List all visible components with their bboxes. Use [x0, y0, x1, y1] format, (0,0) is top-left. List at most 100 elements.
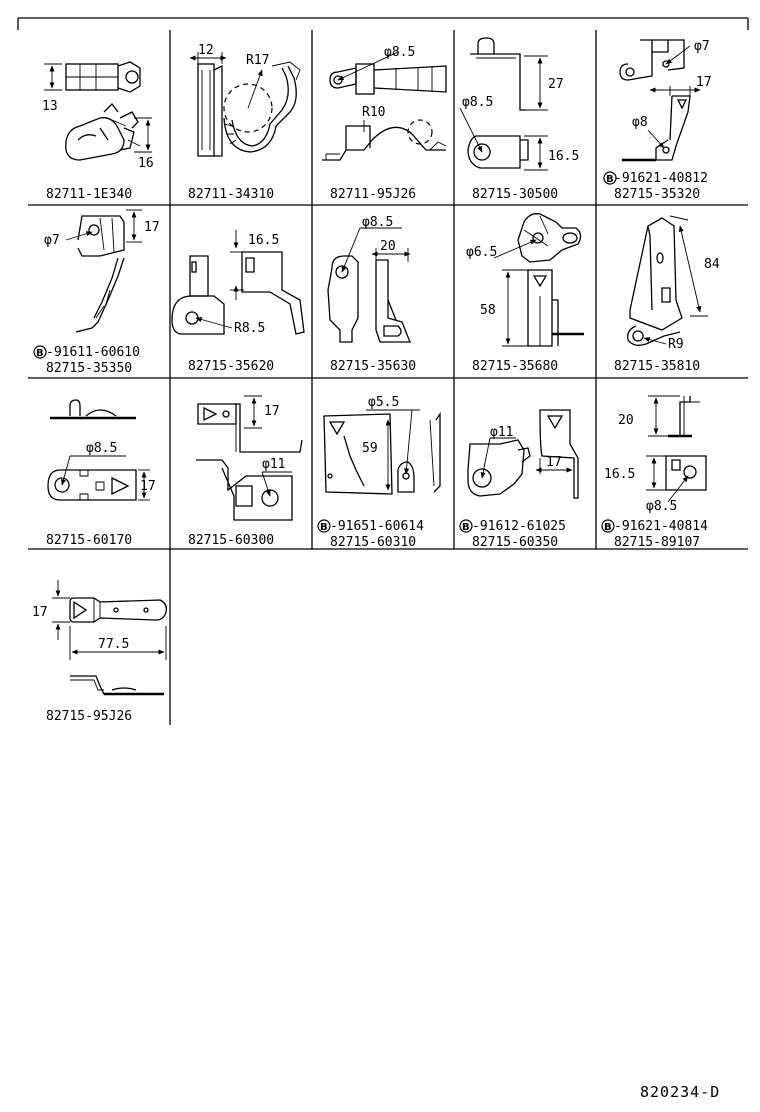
cell-82711-34310: 12 R17 82711-34310 — [188, 43, 301, 202]
cell-82715-60170: φ8.5 17 82715-60170 — [46, 399, 156, 548]
cell-82715-35810: 84 R9 82715-35810 — [614, 215, 720, 374]
dimension-label: φ7 — [44, 233, 60, 248]
part-drawing — [322, 51, 447, 161]
dimension-label: 20 — [380, 239, 396, 254]
dimension-label: φ5.5 — [368, 395, 399, 410]
dimension-label: 20 — [618, 413, 634, 428]
dimension-label: R10 — [362, 105, 385, 120]
dimension-label: 27 — [548, 77, 564, 92]
part-drawing — [493, 213, 584, 347]
dimension-label: R9 — [668, 337, 684, 352]
part-drawing — [65, 209, 142, 333]
cell-82711-1E340: 13 16 82711-1E340 — [42, 61, 154, 202]
dimension-label: φ11 — [262, 457, 285, 472]
dimension-label: φ8.5 — [384, 45, 415, 60]
bolt-marker: B — [459, 519, 473, 533]
dimension-label: 17 — [696, 75, 712, 90]
part-drawing — [189, 52, 301, 157]
part-drawing — [52, 580, 168, 696]
part-drawing — [47, 399, 150, 501]
cell-82715-30500: 27 φ8.5 16.5 82715-30500 — [459, 37, 579, 202]
part-drawing — [627, 215, 708, 346]
part-number: 82715-60310 — [330, 535, 416, 550]
dimension-label: 17 — [144, 220, 160, 235]
cell-82715-60350: φ11 17 B -91612-61025 82715-60350 — [459, 409, 579, 550]
bolt-marker-letter: B — [462, 522, 470, 533]
bolt-marker-letter: B — [320, 522, 328, 533]
part-drawing — [646, 395, 707, 503]
bolt-number: -91651-60614 — [330, 519, 424, 534]
part-number: 82715-35320 — [614, 187, 700, 202]
dimension-label: 16.5 — [604, 467, 635, 482]
part-drawing — [327, 227, 411, 343]
part-number: 82711-34310 — [188, 187, 274, 202]
cell-82711-95J26: φ8.5 R10 82711-95J26 — [322, 45, 447, 202]
part-number: 82715-60170 — [46, 533, 132, 548]
dimension-label: R17 — [246, 53, 269, 68]
part-number: 82715-35630 — [330, 359, 416, 374]
bolt-number: -91621-40812 — [614, 171, 708, 186]
part-drawing — [459, 37, 548, 171]
part-drawing — [44, 61, 152, 161]
dimension-label: 12 — [198, 43, 214, 58]
part-drawing — [196, 395, 303, 521]
cell-82715-35630: φ8.5 20 82715-35630 — [327, 215, 416, 374]
dimension-label: 16 — [138, 156, 154, 171]
dimension-label: φ8 — [632, 115, 648, 130]
part-number: 82711-1E340 — [46, 187, 132, 202]
dimension-label: 17 — [546, 455, 562, 470]
part-number: 82715-95J26 — [46, 709, 132, 724]
part-number: 82715-89107 — [614, 535, 700, 550]
part-number: 82715-35350 — [46, 361, 132, 376]
cell-82715-35680: φ6.5 58 82715-35680 — [466, 213, 584, 374]
dimension-label: φ11 — [490, 425, 513, 440]
dimension-label: φ8.5 — [362, 215, 393, 230]
bolt-marker: B — [603, 171, 617, 185]
dimension-label: 17 — [140, 479, 156, 494]
bolt-marker: B — [33, 345, 47, 359]
part-drawing — [467, 409, 579, 499]
grid-frame — [17, 17, 749, 725]
bolt-number: -91612-61025 — [472, 519, 566, 534]
dimension-label: φ8.5 — [462, 95, 493, 110]
bolt-marker-letter: B — [606, 174, 614, 185]
bolt-marker: B — [317, 519, 331, 533]
dimension-label: 13 — [42, 99, 58, 114]
cell-82715-60310: φ5.5 59 B -91651-60614 82715-60310 — [317, 395, 441, 550]
bolt-marker-letter: B — [36, 348, 44, 359]
dimension-label: φ8.5 — [86, 441, 117, 456]
dimension-label: 59 — [362, 441, 378, 456]
bolt-marker-letter: B — [604, 522, 612, 533]
dimension-label: 58 — [480, 303, 496, 318]
diagram-code: 820234-D — [640, 1083, 721, 1101]
cell-82715-35350: φ7 17 B -91611-60610 82715-35350 — [33, 209, 160, 376]
dimension-label: 84 — [704, 257, 720, 272]
dimension-label: R8.5 — [234, 321, 265, 336]
part-drawing — [171, 230, 305, 335]
bolt-number: -91611-60610 — [46, 345, 140, 360]
part-number: 82711-95J26 — [330, 187, 416, 202]
dimension-label: φ8.5 — [646, 499, 677, 514]
bolt-number: -91621-40814 — [614, 519, 708, 534]
dimension-label: 16.5 — [248, 233, 279, 248]
part-number: 82715-35810 — [614, 359, 700, 374]
part-number: 82715-30500 — [472, 187, 558, 202]
dimension-label: 17 — [264, 404, 280, 419]
cell-82715-60300: 17 φ11 82715-60300 — [188, 395, 303, 548]
dimension-label: 77.5 — [98, 637, 129, 652]
part-number: 82715-60350 — [472, 535, 558, 550]
cell-82715-35620: 16.5 R8.5 82715-35620 — [171, 230, 305, 374]
part-drawing — [323, 409, 441, 495]
part-drawing — [619, 39, 701, 162]
cell-82715-95J26: 17 77.5 82715-95J26 — [32, 580, 168, 724]
part-number: 82715-35620 — [188, 359, 274, 374]
dimension-label: 16.5 — [548, 149, 579, 164]
part-number: 82715-60300 — [188, 533, 274, 548]
dimension-label: φ7 — [694, 39, 710, 54]
bolt-marker: B — [601, 519, 615, 533]
part-number: 82715-35680 — [472, 359, 558, 374]
dimension-label: 17 — [32, 605, 48, 620]
cell-82715-35320: φ7 17 φ8 B -91621-40812 82715-35320 — [603, 39, 712, 202]
cell-82715-89107: 20 16.5 φ8.5 B -91621-40814 82715-89107 — [601, 395, 708, 550]
